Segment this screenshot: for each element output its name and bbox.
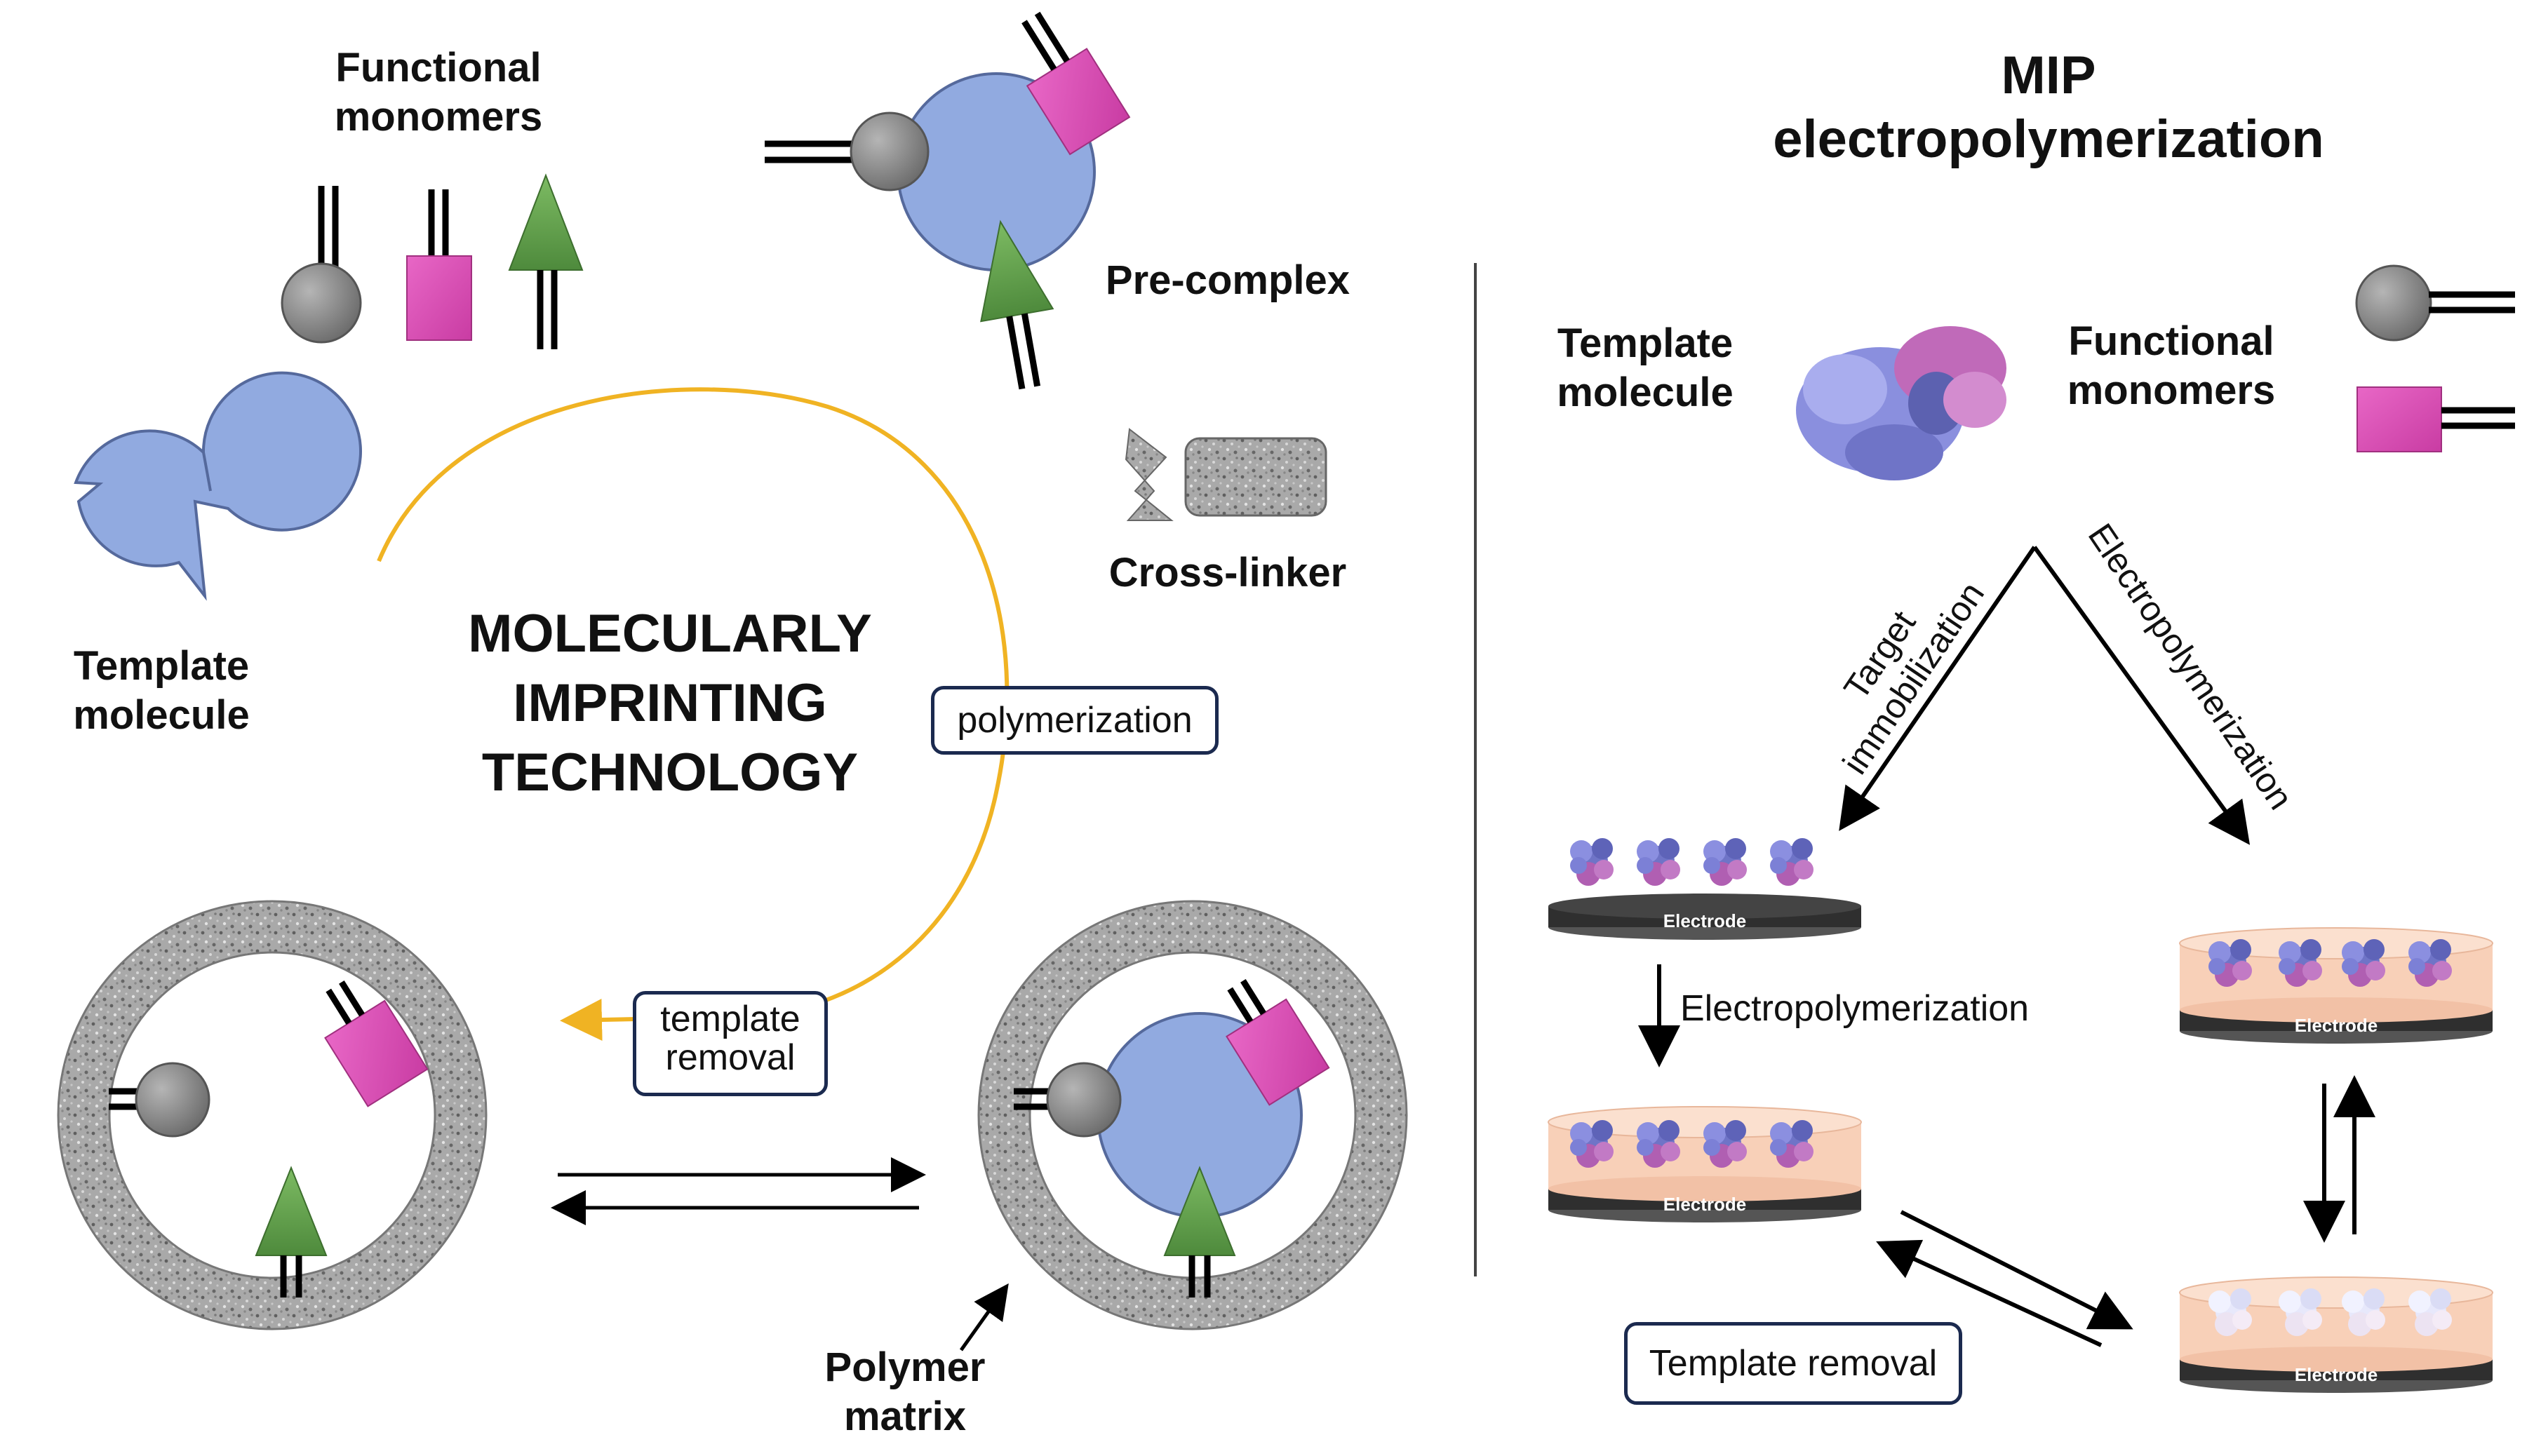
functional-monomers-right-line2: monomers [2067, 367, 2276, 413]
gray-monomer [281, 186, 362, 344]
functional-monomers-label-right: Functional monomers [2020, 317, 2322, 414]
template-removal-box-right: Template removal [1624, 1322, 1962, 1405]
electrode-film-right-bottom: Electrode [2179, 1276, 2493, 1393]
polymerization-text: polymerization [957, 700, 1193, 741]
template-molecule-right-line1: Template [1557, 321, 1734, 366]
polymer-matrix-label: Polymer matrix [758, 1343, 1052, 1441]
electrode-bare: Electrode [1548, 838, 1861, 940]
functional-monomers-label: Functional monomers [281, 43, 596, 141]
mip-title: MIP electropolymerization [1698, 43, 2399, 171]
pink-monomer [406, 189, 472, 341]
template-molecule-shape [74, 371, 362, 601]
technology-title-line1: MOLECULARLY [468, 604, 872, 663]
target-immobilization-arrow [1839, 546, 2037, 831]
polymer-matrix-arrow [959, 1283, 1009, 1351]
polymer-ring-empty [57, 900, 488, 1330]
template-removal-text-right: Template removal [1649, 1343, 1938, 1384]
template-protein-image [1796, 326, 2006, 480]
electrode-label-2: Electrode [1663, 1194, 1747, 1215]
electrode-label-1: Electrode [1663, 910, 1747, 931]
polymer-matrix-line1: Polymer [824, 1344, 986, 1390]
template-removal-line1: template [660, 999, 800, 1039]
functional-monomers-line2: monomers [334, 93, 543, 140]
template-molecule-right-line2: molecule [1557, 369, 1734, 415]
template-removal-arrow-forward [1900, 1210, 2133, 1330]
template-removal-arrow-back [1876, 1239, 2103, 1347]
polymer-ring-filled [977, 900, 1408, 1330]
template-molecule-label: Template molecule [28, 642, 295, 739]
electrode-label-3: Electrode [2295, 1015, 2378, 1036]
template-molecule-line2: molecule [73, 692, 250, 738]
technology-title-line3: TECHNOLOGY [481, 742, 859, 802]
polymerization-box: polymerization [931, 686, 1219, 755]
electrode-film-left: Electrode [1548, 1106, 1862, 1222]
functional-monomers-line1: Functional [335, 45, 542, 90]
pink-monomer-right [2356, 386, 2515, 452]
polymer-matrix-line2: matrix [843, 1393, 967, 1439]
gray-monomer-right [2355, 264, 2515, 342]
green-monomer [508, 173, 584, 349]
template-molecule-line1: Template [73, 643, 250, 689]
pre-complex-label: Pre-complex [1105, 257, 1350, 303]
electropolymerization-arrow [2032, 546, 2251, 845]
cross-linker-label: Cross-linker [1108, 550, 1347, 595]
template-molecule-label-right: Template molecule [1508, 319, 1782, 417]
electropolymerization-step-label: Electropolymerization [1680, 988, 2030, 1029]
electrode-label-4: Electrode [2295, 1364, 2378, 1385]
template-removal-box-left: template removal [633, 991, 828, 1096]
template-removal-line2: removal [665, 1037, 796, 1078]
electrode-film-right-top: Electrode [2179, 927, 2493, 1044]
mip-title-line2: electropolymerization [1773, 109, 2324, 170]
mip-title-line1: MIP [2001, 46, 2096, 105]
technology-title-line2: IMPRINTING [513, 673, 827, 733]
cycle-arc [377, 387, 1010, 1042]
pre-complex-shape [765, 11, 1131, 390]
technology-title: MOLECULARLY IMPRINTING TECHNOLOGY [407, 600, 933, 807]
cross-linker-shape [1125, 428, 1327, 521]
functional-monomers-right-line1: Functional [2068, 318, 2274, 364]
